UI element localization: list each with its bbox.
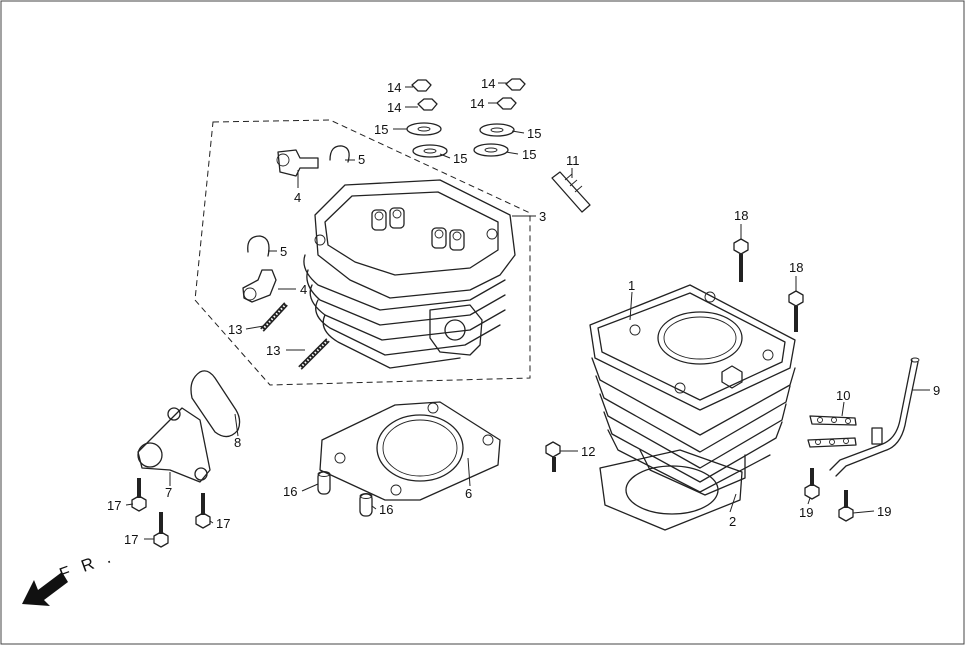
clip-upper xyxy=(329,145,350,163)
callout-15-d: 15 xyxy=(522,147,536,162)
callout-5-upper: 5 xyxy=(358,152,365,167)
callout-5-lower: 5 xyxy=(280,244,287,259)
bolt-12 xyxy=(545,441,561,472)
direction-label: F R . xyxy=(57,546,117,583)
valve-cap-upper xyxy=(276,149,319,177)
callout-17-b: 17 xyxy=(216,516,230,531)
callout-11: 11 xyxy=(566,153,580,168)
clip-lower xyxy=(247,235,270,257)
callout-2: 2 xyxy=(729,514,736,529)
spark-plug xyxy=(551,171,591,213)
bolts-19 xyxy=(804,468,854,522)
callout-10: 10 xyxy=(836,388,850,403)
callout-18-b: 18 xyxy=(789,260,803,275)
callout-12: 12 xyxy=(581,444,595,459)
bolts-17 xyxy=(131,478,211,548)
callout-13-upper: 13 xyxy=(228,322,242,337)
callout-18-a: 18 xyxy=(734,208,748,223)
leader-lines xyxy=(125,82,930,540)
callout-19-b: 19 xyxy=(877,504,891,519)
front-direction-arrow-icon xyxy=(22,572,68,606)
stud-upper xyxy=(260,302,288,332)
callout-labels: 1 2 3 4 4 5 5 6 7 8 9 10 11 12 13 13 14 … xyxy=(107,76,940,547)
cylinder-head-group-box xyxy=(194,119,531,386)
callout-4-lower: 4 xyxy=(300,282,307,297)
dowel-pins xyxy=(317,471,373,517)
oil-pipe xyxy=(829,357,920,477)
callout-17-a: 17 xyxy=(107,498,121,513)
callout-3: 3 xyxy=(539,209,546,224)
head-gasket xyxy=(319,401,501,501)
callout-17-c: 17 xyxy=(124,532,138,547)
cylinder-block xyxy=(589,284,796,496)
callout-15-a: 15 xyxy=(374,122,388,137)
bolts-18 xyxy=(733,238,804,332)
callout-14-c: 14 xyxy=(481,76,495,91)
valve-cap-lower xyxy=(242,269,277,303)
callout-14-d: 14 xyxy=(470,96,484,111)
callout-8: 8 xyxy=(234,435,241,450)
cylinder-base-gasket xyxy=(599,449,743,531)
callout-9: 9 xyxy=(933,383,940,398)
o-ring xyxy=(190,370,241,438)
callout-16-a: 16 xyxy=(283,484,297,499)
callout-16-b: 16 xyxy=(379,502,393,517)
side-cover xyxy=(137,407,211,483)
pipe-bracket xyxy=(807,415,857,448)
callout-14-a: 14 xyxy=(387,80,401,95)
callout-13-lower: 13 xyxy=(266,343,280,358)
callout-15-b: 15 xyxy=(453,151,467,166)
stud-lower xyxy=(298,338,330,370)
nuts-and-washers xyxy=(406,78,526,158)
callout-1: 1 xyxy=(628,278,635,293)
callout-7: 7 xyxy=(165,485,172,500)
callout-15-c: 15 xyxy=(527,126,541,141)
callout-19-a: 19 xyxy=(799,505,813,520)
callout-4-upper: 4 xyxy=(294,190,301,205)
callout-6: 6 xyxy=(465,486,472,501)
callout-14-b: 14 xyxy=(387,100,401,115)
cylinder-head xyxy=(303,179,516,369)
